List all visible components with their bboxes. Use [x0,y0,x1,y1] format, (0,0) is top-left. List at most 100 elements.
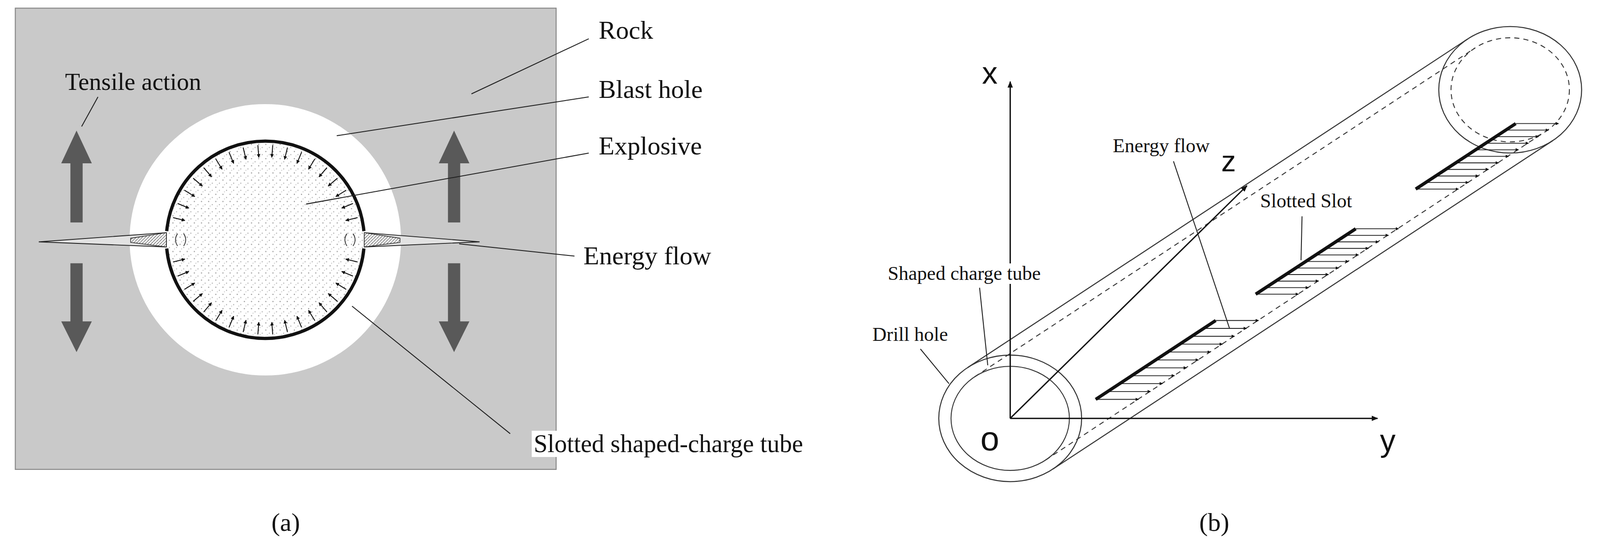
axis-label: x [980,56,1000,90]
pressure-arrow [242,147,246,160]
callout-label: Explosive [597,132,704,160]
flow-arrow [1455,162,1499,164]
callout-label: Slotted shaped-charge tube [531,430,805,457]
flow-arrow [1485,142,1529,144]
flow-arrow [1131,375,1175,376]
flow-arrow [1465,155,1509,157]
charge-tube-wall [166,248,364,339]
flow-arrow [1191,335,1235,337]
pressure-arrow [271,145,273,158]
pressure-arrow [173,258,186,262]
flow-arrow [1315,254,1359,256]
charge-tube [950,37,1570,471]
pressure-arrow [345,217,358,221]
callout-label: Slotted Slot [1258,190,1354,212]
flow-arrow [1425,181,1469,183]
axes [1010,81,1378,419]
pressure-arrow [173,217,186,221]
pressure-arrows [173,145,358,335]
flow-arrow [1285,274,1329,275]
pressure-arrow [284,147,288,160]
rock-block [15,8,556,469]
panel-label: (b) [1197,509,1232,537]
flow-arrow [1295,267,1339,269]
pressure-arrow [229,152,235,164]
callout-label: Shaped charge tube [885,263,1043,284]
callout-label: Energy flow [581,242,713,270]
blast-hole [129,104,401,376]
flow-arrow [1515,123,1559,125]
pressure-arrow [229,315,235,328]
pressure-arrow [345,258,358,262]
pressure-arrow [177,271,189,277]
flow-arrow [1215,319,1259,321]
axis-label: y [1377,424,1398,458]
pressure-arrow [341,271,353,277]
axis-label: z [1219,145,1238,177]
slot-flow-mark [344,233,356,247]
pressure-arrow [203,302,212,312]
flow-arrow [1475,149,1519,151]
pressure-arrow [296,315,302,328]
flow-arrow [1445,169,1489,170]
pressure-arrow [193,293,203,302]
flow-arrow [1305,261,1349,263]
drill-hole-cylinder [938,26,1582,482]
callout-label: Energy flow [1111,135,1212,157]
pressure-arrow [308,158,315,170]
pressure-arrow [271,322,273,335]
jet-hatch [130,232,167,247]
pressure-arrow [335,282,347,290]
pressure-arrow [193,177,203,186]
pressure-arrow [184,282,195,290]
flow-arrow [1179,343,1223,345]
pressure-arrow [215,158,223,170]
pressure-arrow [328,177,338,186]
callout-label: Rock [597,16,655,45]
panel-b-figure [920,26,1582,482]
flow-arrow [1265,286,1309,288]
energy-jet [364,232,480,247]
panel-label: (a) [269,509,302,537]
pressure-arrow [258,145,259,158]
flow-arrow [1355,228,1399,230]
flow-arrow [1345,234,1389,236]
flow-arrow [1505,129,1549,131]
flow-arrow [1119,383,1163,384]
flow-arrow [1143,367,1187,369]
pressure-arrow [328,293,338,302]
flow-arrow [1107,391,1151,392]
explosive-fill [167,141,364,338]
pressure-arrow [335,189,347,197]
leader-lines [81,38,589,434]
tensile-arrows [61,130,470,353]
pressure-arrow [242,319,246,332]
slot-flow-mark [175,233,186,247]
flow-arrow [1275,280,1319,282]
flow-arrow [1155,359,1199,361]
callout-label: Drill hole [870,324,950,345]
charge-tube-wall [166,141,364,231]
flow-arrow [1335,241,1379,243]
energy-jet [38,232,167,247]
jet-hatch [364,232,400,247]
flow-arrow [1495,136,1539,138]
flow-arrow [1435,175,1479,177]
flow-arrow [1203,327,1247,329]
flow-arrow [1095,399,1139,400]
pressure-arrow [184,189,195,197]
explosive-stipple [167,141,364,338]
pressure-arrow [319,167,328,178]
pressure-arrow [258,322,259,335]
pressure-arrow [177,203,189,209]
energy-flow-arrows [1095,123,1559,400]
pressure-arrow [341,203,353,209]
pressure-arrow [203,167,212,178]
pressure-arrow [284,319,288,332]
pressure-arrow [296,152,302,164]
panel-a-figure [15,8,589,469]
slots [1095,123,1516,400]
pressure-arrow [308,310,315,321]
